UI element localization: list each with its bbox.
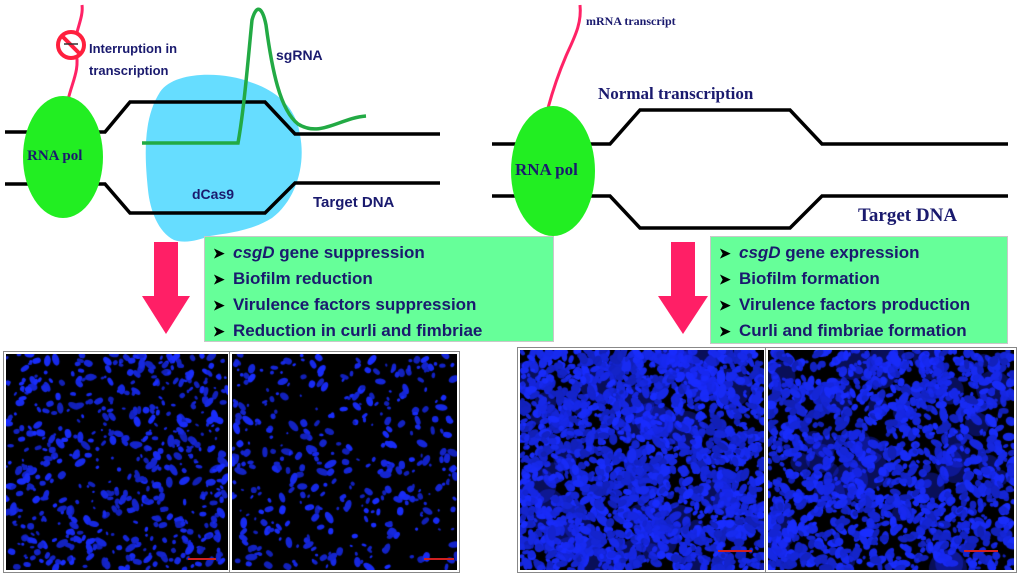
sgrna-strand	[142, 7, 367, 145]
effect-item: ➤Curli and fimbriae formation	[719, 318, 999, 344]
dcas9-protein	[145, 74, 302, 242]
target-dna-label-right: Target DNA	[858, 205, 958, 226]
effect-item: ➤csgD gene expression	[719, 240, 999, 266]
micrograph-panel	[518, 348, 766, 572]
effect-item: ➤Reduction in curli and fimbriae	[213, 318, 545, 344]
arrowhead-bullet-icon: ➤	[719, 271, 731, 287]
arrowhead-bullet-icon: ➤	[213, 245, 225, 261]
down-arrow-icon	[658, 242, 708, 334]
suppression-effects-list: ➤csgD gene suppression ➤Biofilm reductio…	[213, 240, 545, 344]
sgrna-label: sgRNA	[276, 47, 323, 63]
micrograph-panel	[766, 348, 1016, 572]
effect-item: ➤Biofilm formation	[719, 266, 999, 292]
micrograph-panel	[4, 352, 230, 572]
mrna-transcript	[546, 4, 582, 109]
effect-item: ➤Virulence factors production	[719, 292, 999, 318]
effect-item: ➤Biofilm reduction	[213, 266, 545, 292]
effect-item: ➤csgD gene suppression	[213, 240, 545, 266]
down-arrow-icon	[142, 242, 190, 334]
suppression-effects-box: ➤csgD gene suppression ➤Biofilm reductio…	[204, 236, 554, 342]
normal-transcription-label: Normal transcription	[598, 84, 754, 103]
arrowhead-bullet-icon: ➤	[719, 297, 731, 313]
expression-effects-box: ➤csgD gene expression ➤Biofilm formation…	[710, 236, 1008, 344]
rna-polymerase-left	[23, 96, 103, 218]
arrowhead-bullet-icon: ➤	[719, 323, 731, 339]
mrna-transcript-label: mRNA transcript	[586, 14, 676, 28]
effect-item: ➤Virulence factors suppression	[213, 292, 545, 318]
expression-effects-list: ➤csgD gene expression ➤Biofilm formation…	[719, 240, 999, 344]
prohibition-icon	[56, 30, 86, 60]
arrowhead-bullet-icon: ➤	[213, 271, 225, 287]
rna-pol-label-right: RNA pol	[515, 160, 578, 179]
rna-polymerase-right	[511, 106, 595, 236]
arrowhead-bullet-icon: ➤	[213, 297, 225, 313]
micrograph-panel	[230, 352, 459, 572]
target-dna-label-left: Target DNA	[313, 194, 395, 211]
arrowhead-bullet-icon: ➤	[719, 245, 731, 261]
arrowhead-bullet-icon: ➤	[213, 323, 225, 339]
interruption-label: Interruption in transcription	[89, 41, 178, 78]
rna-pol-label-left: RNA pol	[27, 148, 83, 164]
dcas9-label: dCas9	[192, 186, 235, 202]
